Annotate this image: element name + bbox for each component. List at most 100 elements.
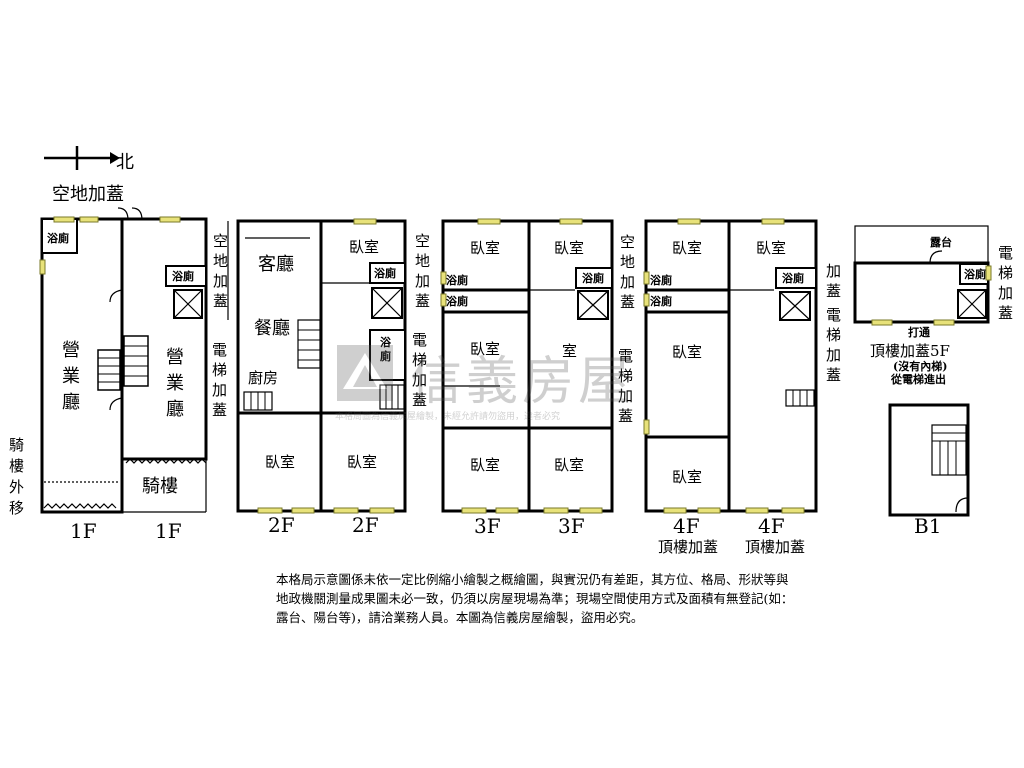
side-char-2: 梯 — [212, 361, 227, 379]
disclaimer-note: 本格局示意圖係未依一定比例縮小繪製之概繪圖，與實況仍有差距，其方位、格局、形狀等… — [276, 572, 794, 625]
side2-char-3: 加 — [826, 346, 841, 364]
side-char-1: 空 — [415, 232, 430, 250]
side1-char-2: 蓋 — [826, 282, 841, 300]
side-char-4: 蓋 — [412, 391, 427, 409]
hall-char-2: 業 — [166, 373, 184, 394]
floor-label: 4F — [673, 514, 700, 538]
bedroom-label: 臥室 — [756, 239, 786, 257]
floor-label: B1 — [914, 514, 941, 538]
side-char-3: 加 — [212, 381, 227, 399]
side-char-3: 加 — [620, 273, 635, 291]
bath-label: 浴廁 — [446, 294, 468, 308]
side2-char-1: 電 — [826, 306, 841, 324]
side2-char-4: 蓋 — [826, 366, 841, 384]
stair-icon — [97, 349, 121, 391]
floor-2f-left: 空 地 加 蓋 客廳 餐廳 廚房 臥室 2F — [213, 219, 323, 537]
bedroom-label: 臥室 — [672, 343, 702, 361]
side-char-1: 電 — [212, 341, 227, 359]
hall-char-1: 營 — [62, 340, 80, 361]
side2-char-2: 梯 — [826, 326, 841, 344]
side-char-1: 電 — [412, 331, 427, 349]
bath-label: 浴廁 — [782, 271, 804, 285]
side-char-4: 蓋 — [620, 293, 635, 311]
side-char-1: 空 — [213, 232, 228, 250]
sub-label: 頂樓加蓋 — [745, 538, 805, 556]
side-char-3: 加 — [998, 284, 1013, 302]
watermark-brand: 信義房屋 — [410, 352, 635, 412]
bath-label: 浴廁 — [446, 273, 468, 287]
side-char-1: 空 — [620, 233, 635, 251]
dining-label: 餐廳 — [254, 318, 290, 339]
side-char-3: 加 — [412, 371, 427, 389]
floor-label: 2F — [268, 513, 295, 537]
watermark: 信義房屋 本格局圖為信義房屋繪製，未經允許請勿盜用，違者必究 — [335, 335, 695, 425]
bath-label: 浴廁 — [172, 269, 194, 283]
floor-label: 3F — [558, 514, 585, 538]
floor-b1: B1 — [888, 403, 970, 538]
bath-label: 浴廁 — [650, 273, 672, 287]
bath-label: 浴廁 — [650, 294, 672, 308]
door-icon — [109, 289, 123, 303]
floor-2f-right: 臥室 浴廁 浴 廁 臥室 電 梯 加 蓋 2F — [319, 218, 427, 537]
floor-3f-right: 臥室 浴廁 室 臥室 空 地 加 蓋 電 梯 加 蓋 3F — [527, 218, 635, 538]
bedroom-label: 臥室 — [672, 468, 702, 486]
living-label: 客廳 — [258, 254, 294, 275]
opening-label: 打通 — [908, 325, 930, 339]
side-char-2: 梯 — [998, 264, 1013, 282]
side-char-2: 地 — [213, 252, 228, 270]
side-char-2: 地 — [620, 253, 635, 271]
bedroom-label: 臥室 — [470, 239, 500, 257]
rooftop-title: 頂樓加蓋5F — [870, 342, 950, 360]
hall-char-2: 業 — [62, 366, 80, 387]
side-char-4: 蓋 — [212, 401, 227, 419]
watermark-sub: 本格局圖為信義房屋繪製，未經允許請勿盜用，違者必究 — [335, 412, 561, 422]
side2-char-2: 梯 — [618, 367, 633, 385]
side-char-1: 騎 — [9, 436, 24, 454]
bath-char-2: 廁 — [380, 349, 391, 363]
side-char-2: 樓 — [9, 457, 24, 475]
bedroom-label: 臥室 — [554, 239, 584, 257]
north-label: 北 — [116, 152, 134, 173]
bath-label: 浴廁 — [582, 271, 604, 285]
north-arrow-icon — [44, 146, 120, 170]
side-char-4: 蓋 — [415, 292, 430, 310]
rooftop-note-1: (沒有內梯) — [893, 359, 947, 373]
side-char-3: 加 — [415, 272, 430, 290]
floor-label: 1F — [70, 519, 97, 543]
side2-char-4: 蓋 — [618, 407, 633, 425]
hall-char-3: 廳 — [166, 399, 184, 420]
side-char-4: 蓋 — [213, 292, 228, 310]
floor-label: 2F — [352, 513, 379, 537]
floor-1f-left: 浴廁 空地加蓋 營 業 廳 騎 樓 外 移 1F — [9, 184, 124, 543]
floor-5f-rooftop: 露台 浴廁 打通 電 梯 加 蓋 頂樓加蓋5F (沒有內梯) 從電梯進出 — [853, 225, 1013, 386]
side1-char-1: 加 — [826, 262, 841, 280]
arcade-label: 騎樓 — [142, 476, 178, 497]
bedroom-label: 臥室 — [470, 340, 500, 358]
side-char-3: 加 — [213, 272, 228, 290]
side-char-2: 地 — [415, 252, 430, 270]
bedroom-label: 臥室 — [672, 239, 702, 257]
side-char-1: 電 — [998, 244, 1013, 262]
hall-char-3: 廳 — [62, 392, 80, 413]
side2-char-1: 電 — [618, 347, 633, 365]
hall-char-1: 營 — [166, 347, 184, 368]
bath-label: 浴廁 — [374, 266, 396, 280]
bedroom-label: 臥室 — [349, 238, 379, 256]
bath-label: 浴廁 — [964, 267, 986, 281]
brand-logo-icon — [337, 345, 393, 401]
room-label: 室 — [562, 342, 577, 360]
side-char-4: 蓋 — [998, 304, 1013, 322]
floor-label: 3F — [474, 514, 501, 538]
bedroom-label: 臥室 — [554, 456, 584, 474]
floor-label: 4F — [758, 514, 785, 538]
side-char-3: 外 — [9, 478, 24, 496]
side2-char-3: 加 — [618, 387, 633, 405]
sub-label: 頂樓加蓋 — [658, 538, 718, 556]
floor-label: 1F — [155, 519, 182, 543]
side-char-4: 移 — [9, 499, 24, 517]
bedroom-label: 臥室 — [265, 453, 295, 471]
floor-1f-right: 浴廁 營 業 廳 騎樓 電 梯 加 蓋 1F — [117, 207, 227, 543]
bath-label: 浴廁 — [47, 231, 69, 245]
floor-4f-right: 臥室 浴廁 加 蓋 電 梯 加 蓋 4F 頂樓加蓋 — [727, 218, 841, 556]
